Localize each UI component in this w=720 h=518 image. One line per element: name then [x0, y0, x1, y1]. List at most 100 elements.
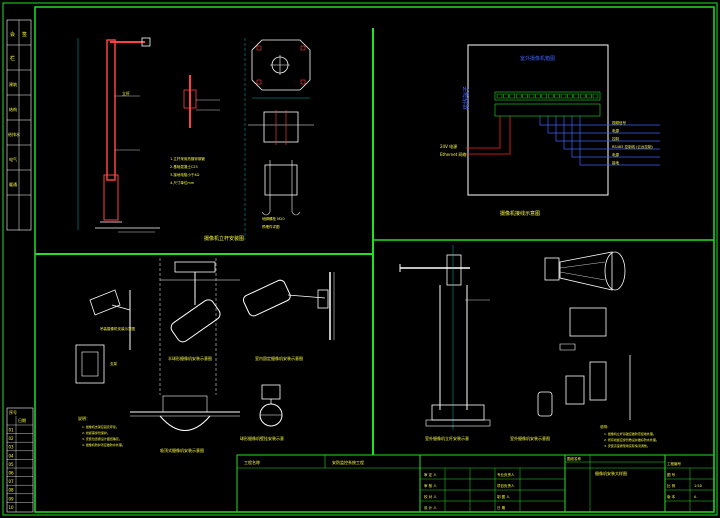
pole-label: 立杆 — [122, 90, 130, 96]
revision-header: 序号 — [9, 409, 17, 415]
tb-row: 审 核 人 — [424, 483, 437, 488]
wiring-left-label: Ethernet 网络 — [440, 151, 467, 157]
pole-note: 4.尺寸单位mm — [170, 180, 195, 185]
left-strip-item: 结构 — [9, 106, 17, 112]
pole-note: 2.基础混凝土C25 — [170, 164, 198, 169]
tb-row2: 制 图 人 — [497, 494, 510, 499]
wiring-panel: 室外摄像机箱图 接线端子 24V 电源 Ethernet 网络 视频信号电源控制… — [440, 44, 660, 217]
right-note: 2. 所有线缆应穿管敷设并做好防水处理。 — [604, 437, 659, 442]
left-strip: 会 签 栏 建筑 结构 给排水 电气 暖通 — [6, 19, 32, 231]
tb-row2: 日 期 — [497, 505, 506, 510]
terminal-block — [567, 93, 573, 99]
signal-wire — [579, 116, 660, 166]
tb-row: 设 计 人 — [424, 505, 437, 510]
wiring-box-title: 室外摄像机箱图 — [520, 55, 555, 62]
tb-right-label: 比 例 — [667, 483, 676, 488]
tb-row2: 项目负责人 — [497, 483, 515, 488]
revision-header: 日期 — [18, 417, 26, 423]
terminal-block — [579, 93, 586, 99]
tb-right-value: 1:50 — [694, 484, 702, 488]
wiring-right-label: RS485 控制线 (云台控制) — [612, 144, 653, 149]
revision-row: 08 — [9, 488, 15, 493]
left-note: 2. 线缆需穿管保护。 — [82, 430, 110, 435]
tb-right-label: 图 号 — [667, 472, 676, 477]
left-note: 1. 摄像机支架应固定牢靠。 — [82, 424, 119, 429]
left-note: 4. 摄像机防护罩应做防水处理。 — [82, 442, 125, 447]
wiring-right-label: 接地 — [612, 160, 620, 165]
tb-right-label: 版 本 — [667, 494, 676, 499]
signal-wire — [563, 116, 660, 150]
revision-row: 10 — [9, 505, 15, 510]
revision-row: 04 — [9, 453, 15, 458]
left-strip-item: 栏 — [10, 55, 15, 62]
pole-install-panel: 立杆 1.立杆采用热镀锌钢管 2.基础混凝土C25 3.接地电阻小于4Ω 4.尺… — [77, 37, 314, 242]
tb-right-label: 工程编号 — [667, 461, 681, 466]
left-notes-title: 说明： — [78, 415, 90, 421]
tb-row: 审 定 人 — [424, 472, 437, 477]
revision-row: 02 — [9, 436, 15, 441]
revision-row: 05 — [9, 462, 15, 467]
pole-note: 3.接地电阻小于4Ω — [170, 172, 200, 177]
right-notes-title: 说明： — [600, 424, 611, 429]
drawing-value: 摄像机安装大样图 — [595, 470, 627, 476]
terminal-block — [535, 93, 541, 99]
wiring-right-label: 电源 — [612, 152, 620, 157]
left-strip-item: 暖通 — [9, 181, 17, 187]
left-strip-item: 给排水 — [8, 131, 20, 137]
left-strip-item: 电气 — [9, 156, 17, 162]
mount-panel: 支架 半球形摄像机安装示意图 室内固定摄像机安装示意图 吸顶式摄像机安装示意图 … — [75, 258, 335, 453]
left-strip-item: 建筑 — [9, 81, 17, 87]
signal-wire — [547, 116, 660, 134]
terminal-block — [515, 93, 522, 99]
right-caption: 室外摄像机安装示意图 — [510, 435, 550, 441]
revision-row: 06 — [9, 471, 15, 476]
terminal-block — [560, 93, 567, 99]
outdoor-pole-caption: 室外摄像机立杆安装示意 — [425, 435, 469, 441]
wiring-title: 摄像机接线示意图 — [500, 210, 540, 217]
dome-caption: 球形摄像机壁挂安装示意 — [240, 435, 284, 441]
terminal-block — [554, 93, 560, 99]
revision-row: 09 — [9, 496, 15, 501]
tb-row2: 专业负责人 — [497, 472, 515, 477]
pole-install-title: 摄像机立杆安装图 — [204, 235, 244, 242]
drawing-label: 图纸名称 — [567, 456, 581, 461]
project-value: 安防监控系统工程 — [332, 459, 364, 465]
terminal-block — [573, 93, 580, 99]
bracket-caption: 吊装摄像机安装示意图 — [100, 326, 135, 331]
wiring-side-label: 接线端子 — [462, 86, 470, 110]
pole-note: 1.立杆采用热镀锌钢管 — [170, 156, 205, 161]
left-strip-item: 会 — [10, 31, 15, 38]
right-note: 1. 摄像机立杆基础应做防雷接地处理。 — [604, 431, 656, 436]
terminal-block — [509, 93, 516, 99]
terminal-block — [503, 93, 509, 99]
signal-wire — [539, 116, 660, 126]
anchor-note: 地脚螺栓 M20 — [262, 216, 285, 221]
mount-caption-a: 半球形摄像机安装示意图 — [168, 355, 212, 361]
mount-caption-b: 室内固定摄像机安装示意图 — [255, 355, 303, 361]
signal-wire — [571, 116, 660, 158]
revision-row: 07 — [9, 479, 15, 484]
revision-row: 03 — [9, 445, 15, 450]
anchor-note: 预埋件详图 — [262, 224, 280, 229]
ceiling-caption: 吸顶式摄像机安装示意图 — [160, 447, 204, 453]
terminal-block — [547, 93, 554, 99]
tb-right-value: A — [694, 495, 697, 499]
left-strip-item: 签 — [22, 31, 27, 38]
terminal-block — [592, 93, 599, 99]
mount-note: 支架 — [110, 361, 117, 366]
terminal-block — [541, 93, 548, 99]
title-block: 工程名称 安防监控系统工程 图纸名称 摄像机安装大样图 审 定 人 审 核 人 … — [236, 454, 715, 513]
outdoor-panel: 室外摄像机立杆安装示意 室外摄像机安装示意图 说明： 1. 摄像机立杆基础应做防… — [399, 245, 659, 448]
wiring-right-label: 视频信号 — [612, 120, 626, 125]
terminal-block — [496, 93, 503, 99]
left-note: 3. 安装位置按设计图纸确定。 — [82, 436, 122, 441]
signal-wire — [555, 116, 660, 142]
right-note: 3. 安装高度按现场实际情况调整。 — [604, 443, 650, 448]
project-label: 工程名称 — [244, 459, 260, 465]
tb-row: 校 对 人 — [424, 494, 437, 499]
wiring-left-label: 24V 电源 — [440, 143, 457, 149]
terminal-block — [528, 93, 535, 99]
